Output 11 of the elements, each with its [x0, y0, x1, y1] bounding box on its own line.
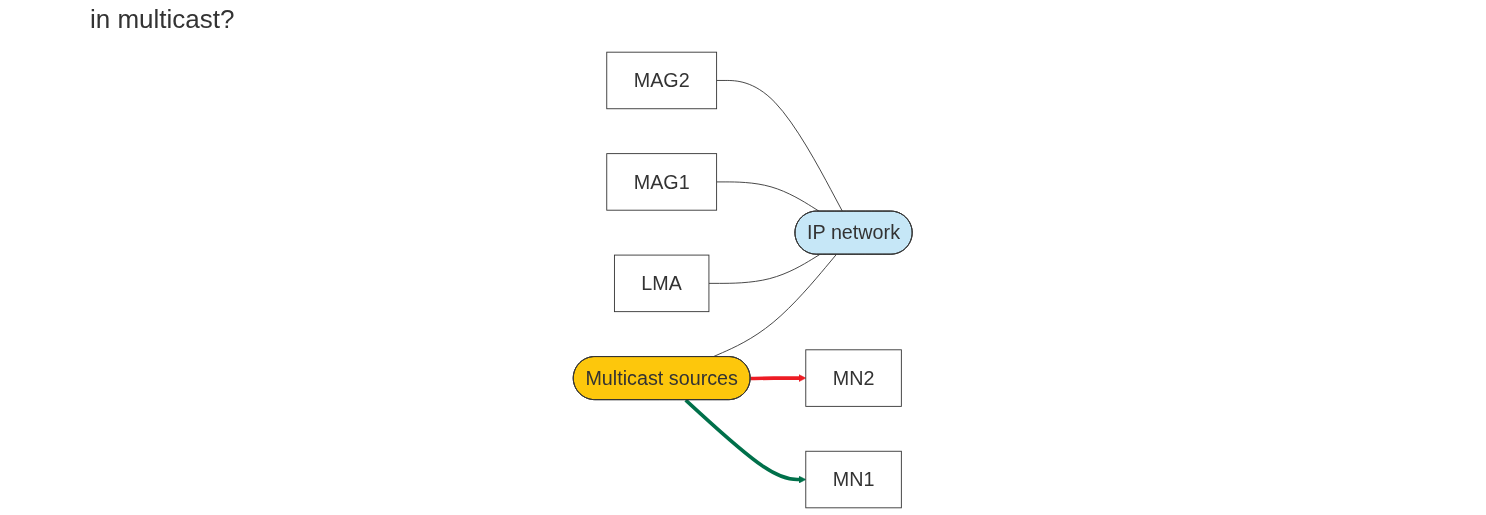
node-box: LMA: [614, 254, 710, 313]
connector: [716, 80, 844, 212]
node-box: MN2: [805, 349, 903, 407]
connector: [708, 254, 821, 284]
node-box: MAG2: [606, 51, 718, 110]
node-box: MAG1: [606, 153, 718, 211]
arrow: [750, 374, 807, 383]
note-text: in multicast?: [90, 4, 235, 35]
arrow: [684, 398, 807, 484]
node-box: MN1: [805, 450, 903, 509]
connector: [716, 181, 821, 212]
